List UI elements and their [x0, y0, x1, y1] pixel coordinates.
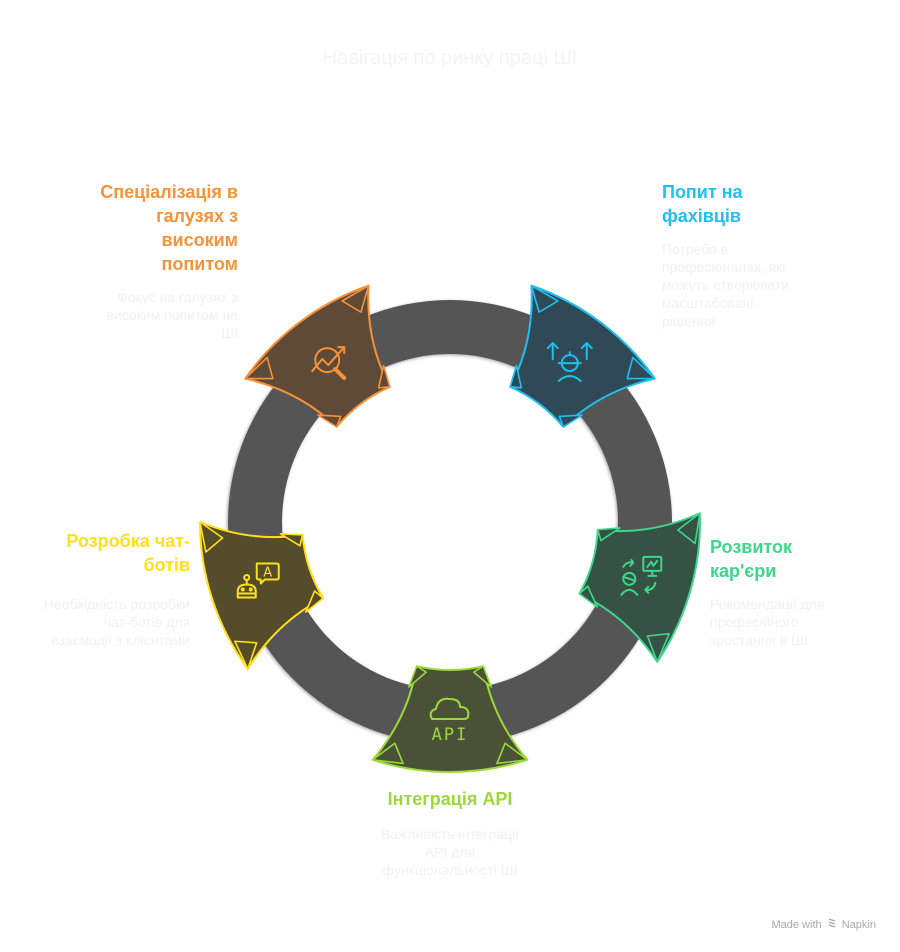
segment-chatbots-description: Необхідність розробки чат-ботів для взає… — [43, 596, 190, 648]
cuff-fold-flap — [377, 364, 391, 389]
cuff-fold-flap — [305, 590, 324, 613]
chatbot-icon: A — [236, 562, 280, 599]
cuff-fold-flap — [408, 665, 428, 688]
segment-demand-heading: Попит на фахівців — [662, 182, 743, 226]
segment-demand-text: Попит на фахівців Потреба в професіонала… — [662, 180, 802, 330]
segment-specialization-heading: Спеціалізація в галузях з високим попито… — [100, 182, 238, 274]
cuff-fold-flap — [596, 527, 621, 542]
chatbot-icon-label: A — [263, 565, 272, 580]
cuff-fold-flap — [341, 284, 370, 313]
credit-prefix: Made with — [771, 919, 822, 931]
cuff-fold-flap — [677, 512, 701, 545]
segment-specialization-text: Спеціалізація в галузях з високим попито… — [90, 180, 238, 342]
credit-brand: Napkin — [841, 919, 876, 931]
diagram-title: Навігація по ринку праці ШІ — [322, 47, 578, 69]
segment-specialization-description: Фокус на галузях з високим попитом на ШІ — [106, 289, 238, 341]
napkin-logo-icon — [827, 918, 837, 931]
segment-demand-cuff — [509, 284, 656, 428]
cuff-fold-flap — [199, 521, 224, 553]
api-icon-label: API — [432, 725, 469, 745]
napkin-credit[interactable]: Made with Napkin — [771, 918, 876, 931]
career-presentation-icon — [620, 555, 663, 596]
cuff-fold-flap — [496, 742, 529, 765]
segment-chatbots-text: Розробка чат-ботів Необхідність розробки… — [40, 529, 190, 649]
segment-career-text: Розвиток кар'єри Рекомендації для профес… — [710, 535, 845, 649]
segment-chatbots-heading: Розробка чат-ботів — [66, 531, 190, 575]
cloud-api-icon: API — [429, 697, 470, 745]
trend-search-icon — [311, 346, 347, 381]
cuff-fold-flap — [244, 356, 274, 380]
segment-api-cuff: API — [371, 665, 529, 773]
segment-demand-description: Потреба в професіоналах, які можуть ство… — [662, 241, 790, 329]
segment-chatbots-cuff: A — [199, 521, 325, 670]
cuff-fold-flap — [472, 665, 492, 688]
cuff-fold-flap — [371, 742, 404, 765]
cuff-fold-flap — [509, 364, 523, 389]
segment-api-text: Інтеграція API Важливість інтеграції API… — [370, 787, 530, 879]
cuff-fold-flap — [626, 356, 656, 380]
cuff-fold-flap — [558, 414, 583, 428]
cuff-fold-flap — [279, 533, 304, 547]
cuff-fold-flap — [646, 632, 670, 663]
segment-specialization-cuff — [244, 284, 391, 428]
cuff-fold-flap — [234, 640, 258, 670]
segment-api-heading: Інтеграція API — [387, 789, 513, 809]
cuff-fold-flap — [317, 414, 342, 428]
segment-api-description: Важливість інтеграції API для функціонал… — [380, 826, 520, 878]
segment-career-cuff — [578, 512, 701, 663]
cuff-fold-flap — [530, 284, 559, 313]
segment-career-description: Рекомендації для професійного зростання … — [710, 596, 825, 648]
segment-career-heading: Розвиток кар'єри — [710, 537, 792, 581]
cuff-fold-flap — [578, 585, 599, 608]
worker-growth-icon — [546, 342, 593, 383]
